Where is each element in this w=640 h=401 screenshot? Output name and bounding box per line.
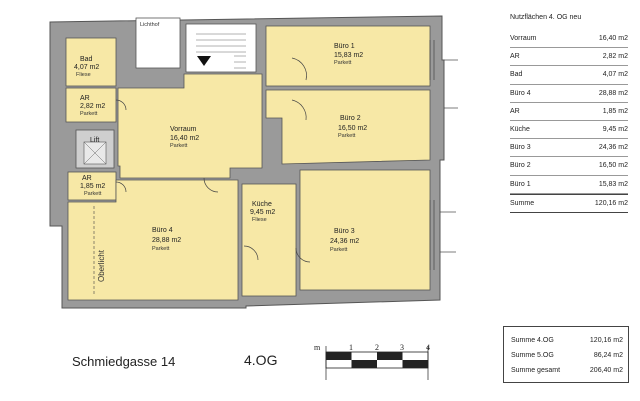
totals-label: Summe gesamt bbox=[511, 367, 561, 374]
summary-row-value: 1,85 m2 bbox=[602, 107, 628, 115]
room-buero4 bbox=[67, 179, 239, 301]
ar-upper-floor: Parkett bbox=[80, 111, 98, 117]
summary-row: Vorraum 16,40 m2 bbox=[510, 30, 628, 49]
lichthof-area bbox=[135, 17, 181, 69]
buero2-floor: Parkett bbox=[338, 133, 356, 139]
summary-row-value: 24,36 m2 bbox=[598, 144, 628, 152]
ar-lower-floor: Parkett bbox=[84, 191, 102, 197]
room-ar-lower bbox=[67, 171, 117, 201]
vorraum-name: Vorraum bbox=[170, 126, 197, 133]
summary-row-label: Büro 4 bbox=[510, 89, 531, 97]
summary-row: Bad 4,07 m2 bbox=[510, 66, 628, 85]
room-kueche bbox=[241, 183, 297, 297]
summary-row-value: 9,45 m2 bbox=[602, 125, 628, 133]
door-swings bbox=[115, 57, 311, 263]
summary-row: Büro 2 16,50 m2 bbox=[510, 157, 628, 176]
totals-value: 86,24 m2 bbox=[593, 352, 623, 359]
bad-name: Bad bbox=[80, 56, 93, 63]
summary-row-label: Bad bbox=[510, 71, 523, 79]
oberlicht-label: Oberlicht bbox=[97, 249, 106, 282]
buero3-name: Büro 3 bbox=[334, 228, 355, 235]
buero4-floor: Parkett bbox=[152, 246, 170, 252]
totals-row: Summe gesamt 206,40 m2 bbox=[511, 363, 623, 378]
buero1-name: Büro 1 bbox=[334, 43, 355, 50]
totals-value: 206,40 m2 bbox=[589, 367, 623, 374]
summary-row-value: 16,40 m2 bbox=[598, 35, 628, 42]
bad-floor: Fliese bbox=[76, 72, 91, 78]
ar-lower-name: AR bbox=[82, 175, 92, 182]
kueche-name: Küche bbox=[252, 201, 272, 208]
totals-label: Summe 5.OG bbox=[511, 352, 554, 359]
summary-row: Büro 3 24,36 m2 bbox=[510, 139, 628, 158]
scale-unit: m bbox=[314, 343, 321, 352]
summary-row-value: 2,82 m2 bbox=[602, 53, 628, 61]
stairwell bbox=[185, 23, 257, 73]
ar-upper-area: 2,82 m2 bbox=[80, 103, 105, 110]
room-buero2 bbox=[265, 89, 431, 165]
summary-row-value: 28,88 m2 bbox=[598, 89, 628, 97]
summary-row-value: 4,07 m2 bbox=[602, 71, 628, 79]
scale-tick-3: 3 bbox=[400, 343, 404, 352]
scale-tick-4: 4 bbox=[426, 343, 430, 352]
buero4-name: Büro 4 bbox=[152, 227, 173, 234]
room-vorraum bbox=[117, 73, 263, 179]
floor-label: 4.OG bbox=[244, 352, 278, 368]
bad-area: 4,07 m2 bbox=[74, 64, 99, 71]
lift-label: Lift bbox=[90, 137, 99, 144]
summary-row: AR 2,82 m2 bbox=[510, 48, 628, 67]
summary-row-label: Büro 1 bbox=[510, 180, 531, 188]
window-marks bbox=[429, 40, 458, 270]
totals-row: Summe 4.OG 120,16 m2 bbox=[511, 333, 623, 348]
kueche-area: 9,45 m2 bbox=[250, 209, 275, 216]
summary-total-value: 120,16 m2 bbox=[594, 199, 628, 207]
floor-totals-box: Summe 4.OG 120,16 m2 Summe 5.OG 86,24 m2 S… bbox=[503, 326, 629, 383]
address-label: Schmiedgasse 14 bbox=[72, 354, 176, 369]
summary-row-label: Vorraum bbox=[510, 35, 537, 42]
stair-arrow bbox=[197, 56, 211, 66]
ar-lower-area: 1,85 m2 bbox=[80, 183, 105, 190]
stair-lines bbox=[196, 33, 246, 69]
lift-cross-b bbox=[83, 141, 107, 165]
summary-row-label: AR bbox=[510, 107, 520, 115]
buero4-area: 28,88 m2 bbox=[152, 237, 181, 244]
buero2-name: Büro 2 bbox=[340, 115, 361, 122]
summary-total-label: Summe bbox=[510, 199, 535, 207]
room-buero3 bbox=[299, 169, 431, 291]
buero3-area: 24,36 m2 bbox=[330, 238, 359, 245]
buero2-area: 16,50 m2 bbox=[338, 125, 367, 132]
summary-row: AR 1,85 m2 bbox=[510, 103, 628, 121]
summary-row: Küche 9,45 m2 bbox=[510, 121, 628, 140]
totals-value: 120,16 m2 bbox=[589, 337, 623, 344]
area-summary-table: Nutzflächen 4. OG neu Vorraum 16,40 m2 AR… bbox=[510, 14, 628, 213]
ar-upper-name: AR bbox=[80, 95, 90, 102]
scale-bar bbox=[325, 346, 429, 380]
summary-total-row: Summe 120,16 m2 bbox=[510, 193, 628, 213]
scale-tick-2: 2 bbox=[375, 343, 379, 352]
summary-row-label: Büro 2 bbox=[510, 162, 531, 170]
lichthof-label: Lichthof bbox=[140, 22, 160, 28]
buero1-floor: Parkett bbox=[334, 60, 352, 66]
buero1-area: 15,83 m2 bbox=[334, 52, 363, 59]
summary-row-label: AR bbox=[510, 53, 520, 61]
totals-row: Summe 5.OG 86,24 m2 bbox=[511, 348, 623, 363]
totals-label: Summe 4.OG bbox=[511, 337, 554, 344]
summary-title: Nutzflächen 4. OG neu bbox=[510, 14, 582, 21]
summary-row: Büro 1 15,83 m2 bbox=[510, 176, 628, 194]
room-bad bbox=[65, 37, 117, 87]
summary-row-label: Büro 3 bbox=[510, 144, 531, 152]
summary-row-value: 15,83 m2 bbox=[598, 180, 628, 188]
buero3-floor: Parkett bbox=[330, 247, 348, 253]
summary-row-label: Küche bbox=[510, 125, 530, 133]
room-ar-upper bbox=[65, 87, 117, 123]
kueche-floor: Fliese bbox=[252, 217, 267, 223]
summary-row-value: 16,50 m2 bbox=[598, 162, 628, 170]
vorraum-floor: Parkett bbox=[170, 143, 188, 149]
summary-row: Büro 4 28,88 m2 bbox=[510, 85, 628, 103]
scale-tick-1: 1 bbox=[349, 343, 353, 352]
vorraum-area: 16,40 m2 bbox=[170, 135, 199, 142]
